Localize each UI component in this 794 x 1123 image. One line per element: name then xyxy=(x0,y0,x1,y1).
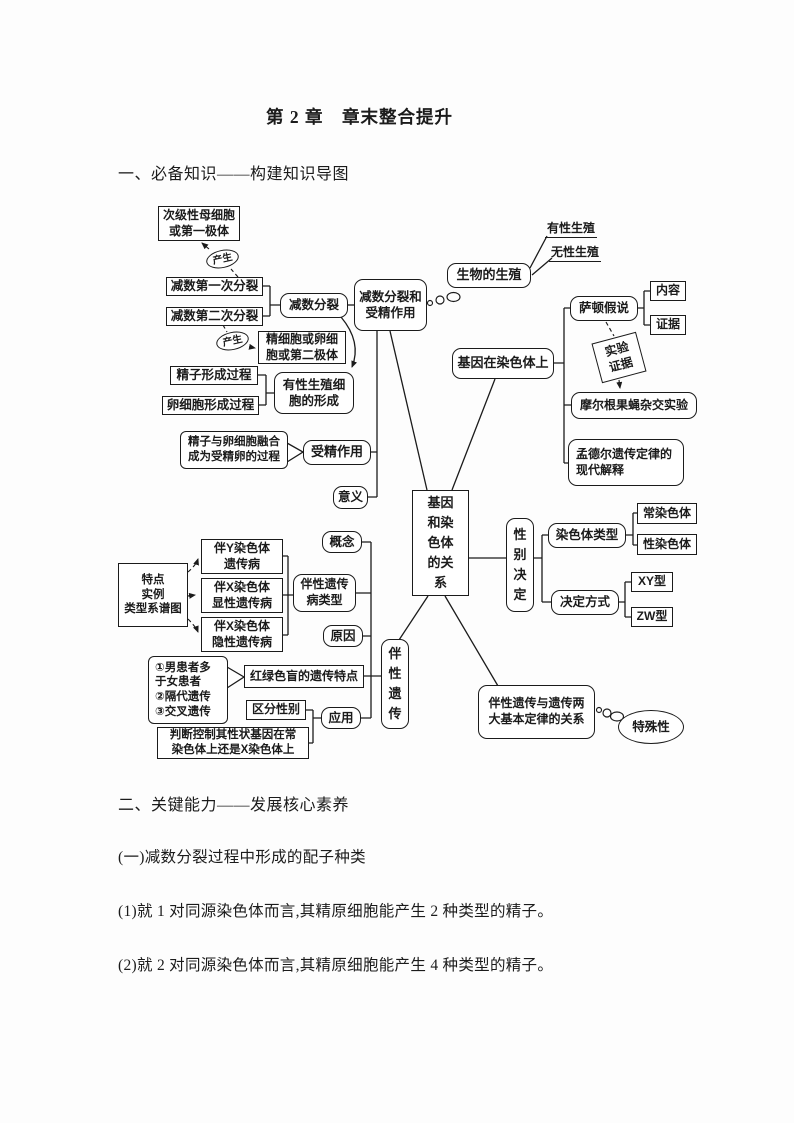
page-title: 第 2 章 章末整合提升 xyxy=(266,107,453,127)
node-significance: 意义 xyxy=(333,486,368,509)
node-chromosome-type: 染色体类型 xyxy=(548,523,626,548)
section-2-heading: 二、关键能力——发展核心素养 xyxy=(118,797,350,814)
solid-connectors xyxy=(258,235,650,744)
node-colorblind-inheritance: 红绿色盲的遗传特点 xyxy=(244,665,364,688)
node-evidence: 证据 xyxy=(650,315,686,335)
node-autosome: 常染色体 xyxy=(637,503,697,524)
subsection-1-heading: (一)减数分裂过程中形成的配子种类 xyxy=(118,849,366,866)
node-distinguish-sex: 区分性别 xyxy=(246,700,306,720)
node-morgan-experiment: 摩尔根果蝇杂交实验 xyxy=(571,392,697,419)
thought-bubble-icon xyxy=(426,299,434,307)
node-gamete-formation: 有性生殖细 胞的形成 xyxy=(274,372,354,414)
node-meiosis-first: 减数第一次分裂 xyxy=(166,277,263,296)
thought-bubble-icon xyxy=(602,708,612,718)
dashed-connectors xyxy=(187,242,623,633)
node-concept: 概念 xyxy=(322,531,362,553)
node-application: 应用 xyxy=(321,707,361,729)
node-judge-gene-location: 判断控制其性状基因在常 染色体上还是X染色体上 xyxy=(157,727,309,759)
node-gene-on-chromosome: 基因在染色体上 xyxy=(452,348,554,379)
label-asexual-reproduction: 无性生殖 xyxy=(549,243,602,262)
node-cause: 原因 xyxy=(323,625,363,647)
colorblind-callout-pointer xyxy=(226,666,246,689)
node-sex-linked-disease-type: 伴性遗传 病类型 xyxy=(293,574,356,612)
label-sexual-reproduction: 有性生殖 xyxy=(545,219,598,238)
node-x-dominant-disease: 伴X染色体 显性遗传病 xyxy=(201,578,283,613)
node-particularity: 特殊性 xyxy=(618,710,684,744)
node-fertilization-detail: 精子与卵细胞融合 成为受精卵的过程 xyxy=(180,431,288,469)
node-content: 内容 xyxy=(650,281,686,301)
point-1-text: (1)就 1 对同源染色体而言,其精原细胞能产生 2 种类型的精子。 xyxy=(118,903,554,920)
thought-bubble-icon xyxy=(435,295,445,305)
section-1-heading: 一、必备知识——构建知识导图 xyxy=(118,166,350,183)
node-egg-formation: 卵细胞形成过程 xyxy=(162,396,259,415)
node-sutton-hypothesis: 萨顿假说 xyxy=(570,296,638,321)
node-secondary-cell: 次级性母细胞 或第一极体 xyxy=(158,206,240,241)
node-sex-linked-two-laws: 伴性遗传与遗传两 大基本定律的关系 xyxy=(478,685,595,739)
node-meiosis-fertilization: 减数分裂和 受精作用 xyxy=(354,279,427,331)
fertilization-callout-pointer xyxy=(286,442,305,463)
node-meiosis: 减数分裂 xyxy=(280,293,348,318)
thought-bubble-icon xyxy=(446,291,461,303)
node-meiosis-second: 减数第二次分裂 xyxy=(166,307,263,326)
node-xy-type: XY型 xyxy=(631,572,673,592)
node-determination-mode: 决定方式 xyxy=(551,590,619,615)
node-mendel-modern: 孟德尔遗传定律的 现代解释 xyxy=(568,439,684,486)
node-organism-reproduction: 生物的生殖 xyxy=(447,263,531,288)
node-sex-determination: 性 别 决 定 xyxy=(506,518,534,612)
point-2-text: (2)就 2 对同源染色体而言,其精原细胞能产生 4 种类型的精子。 xyxy=(118,957,554,974)
node-sex-linked-inheritance: 伴 性 遗 传 xyxy=(381,639,409,729)
node-sex-chromosome: 性染色体 xyxy=(637,534,697,555)
thought-bubble-icon xyxy=(595,706,603,714)
node-sperm-formation: 精子形成过程 xyxy=(170,366,258,385)
node-colorblind-features-list: ①男患者多 于女患者 ②隔代遗传 ③交叉遗传 xyxy=(148,656,228,724)
node-fertilization: 受精作用 xyxy=(303,440,371,465)
node-gene-chromosome-relation: 基因 和染 色体 的关 系 xyxy=(412,490,469,596)
node-x-recessive-disease: 伴X染色体 隐性遗传病 xyxy=(201,617,283,652)
node-y-linked-disease: 伴Y染色体 遗传病 xyxy=(201,539,283,574)
node-traits-examples: 特点 实例 类型系谱图 xyxy=(118,563,188,627)
node-zw-type: ZW型 xyxy=(631,607,673,627)
node-sperm-or-egg-cell: 精细胞或卵细 胞或第二极体 xyxy=(258,331,346,364)
